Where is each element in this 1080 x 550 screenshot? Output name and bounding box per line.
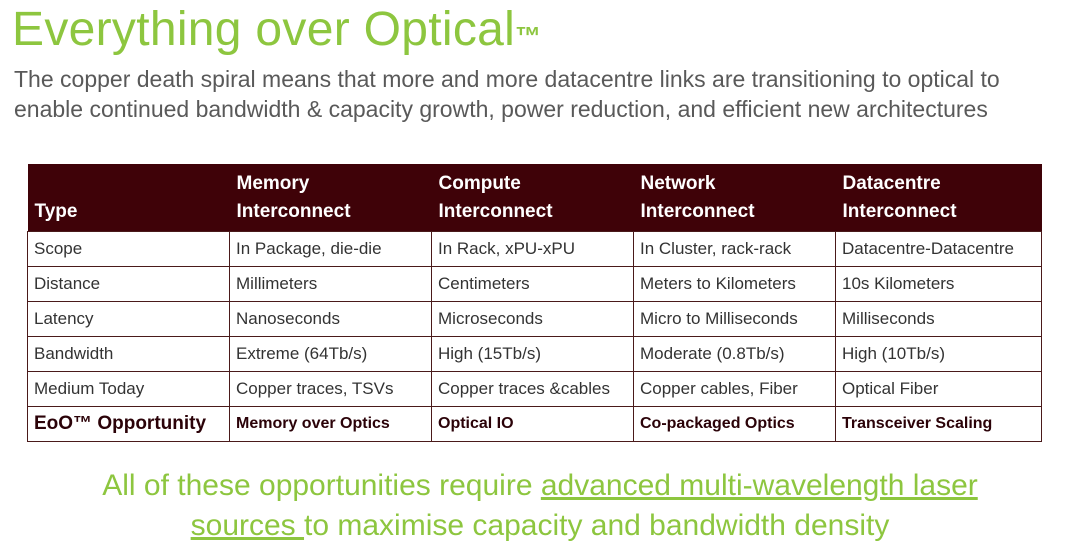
table-cell: Copper cables, Fiber: [633, 371, 836, 407]
footer-statement: All of these opportunities require advan…: [0, 466, 1080, 546]
table-row-opportunity: EoO™ Opportunity Memory over Optics Opti…: [27, 406, 1042, 442]
row-label: Bandwidth: [27, 336, 230, 372]
table-cell: Copper traces &cables: [431, 371, 634, 407]
row-label: EoO™ Opportunity: [27, 406, 230, 442]
table-cell: Millimeters: [229, 266, 432, 302]
table-row: Latency Nanoseconds Microseconds Micro t…: [27, 301, 1042, 337]
table-cell: Milliseconds: [835, 301, 1042, 337]
table-row: Medium Today Copper traces, TSVs Copper …: [27, 371, 1042, 407]
row-label: Medium Today: [27, 371, 230, 407]
row-label: Distance: [27, 266, 230, 302]
table-cell: Optical Fiber: [835, 371, 1042, 407]
table-cell: Extreme (64Tb/s): [229, 336, 432, 372]
table-cell: 10s Kilometers: [835, 266, 1042, 302]
table-cell: Micro to Milliseconds: [633, 301, 836, 337]
table-cell: In Rack, xPU-xPU: [431, 231, 634, 267]
table-cell: Optical IO: [431, 406, 634, 442]
table-cell: Centimeters: [431, 266, 634, 302]
table-row: Scope In Package, die-die In Rack, xPU-x…: [27, 231, 1042, 267]
table-cell: Memory over Optics: [229, 406, 432, 442]
table-cell: Nanoseconds: [229, 301, 432, 337]
footer-text-part2: to maximise capacity and bandwidth densi…: [304, 509, 890, 542]
table-cell: Meters to Kilometers: [633, 266, 836, 302]
footer-link-sources[interactable]: sources: [190, 509, 305, 542]
footer-link-laser[interactable]: advanced multi-wavelength laser: [540, 469, 978, 502]
slide-subtitle: The copper death spiral means that more …: [14, 66, 1000, 122]
slide-title: Everything over Optical™: [12, 0, 541, 60]
table-row: Distance Millimeters Centimeters Meters …: [27, 266, 1042, 302]
table-cell: Datacentre-Datacentre: [835, 231, 1042, 267]
table-cell: Co-packaged Optics: [633, 406, 836, 442]
table-cell: High (10Tb/s): [835, 336, 1042, 372]
trademark-mark: ™: [515, 21, 542, 51]
table-cell: High (15Tb/s): [431, 336, 634, 372]
table-cell: In Cluster, rack-rack: [633, 231, 836, 267]
table-cell: Copper traces, TSVs: [229, 371, 432, 407]
footer-text-part1: All of these opportunities require: [102, 469, 541, 502]
header-type: Type: [27, 164, 230, 232]
table-cell: Transceiver Scaling: [835, 406, 1042, 442]
table-row: Bandwidth Extreme (64Tb/s) High (15Tb/s)…: [27, 336, 1042, 372]
table-cell: Moderate (0.8Tb/s): [633, 336, 836, 372]
table-cell: In Package, die-die: [229, 231, 432, 267]
table-cell: Microseconds: [431, 301, 634, 337]
slide-title-text: Everything over Optical: [12, 3, 516, 56]
row-label: Latency: [27, 301, 230, 337]
row-label: Scope: [27, 231, 230, 267]
